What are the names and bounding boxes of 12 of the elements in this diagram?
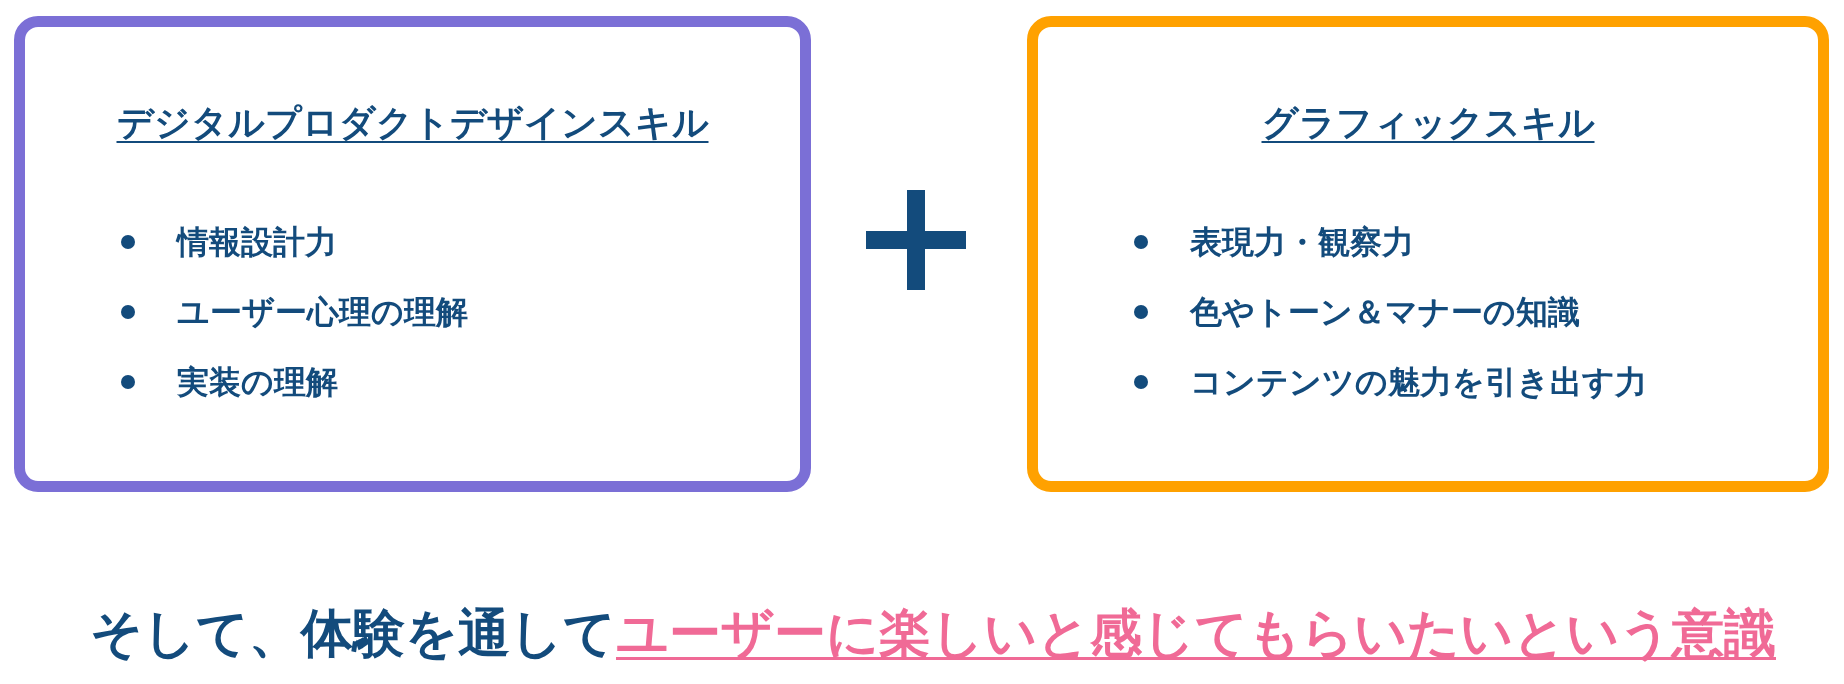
skill-card — [14, 16, 811, 492]
bullet-item: 情報設計力 — [177, 222, 337, 263]
card-heading: デジタルプロダクトデザインスキル — [116, 102, 709, 143]
bullet-item: ユーザー心理の理解 — [177, 292, 468, 333]
bullet-item: コンテンツの魅力を引き出す力 — [1190, 362, 1647, 403]
bullet-item: 実装の理解 — [177, 362, 338, 403]
bullet-item: 色やトーン＆マナーの知識 — [1190, 292, 1580, 333]
card-heading: グラフィックスキル — [1261, 102, 1595, 143]
highlighted-text: ユーザーに楽しいと感じてもらいたいという意識 — [616, 602, 1776, 665]
bullet-item: 表現力・観察力 — [1190, 222, 1414, 263]
skill-card — [1027, 16, 1829, 492]
summary-text: そして、体験を通して — [90, 602, 616, 665]
